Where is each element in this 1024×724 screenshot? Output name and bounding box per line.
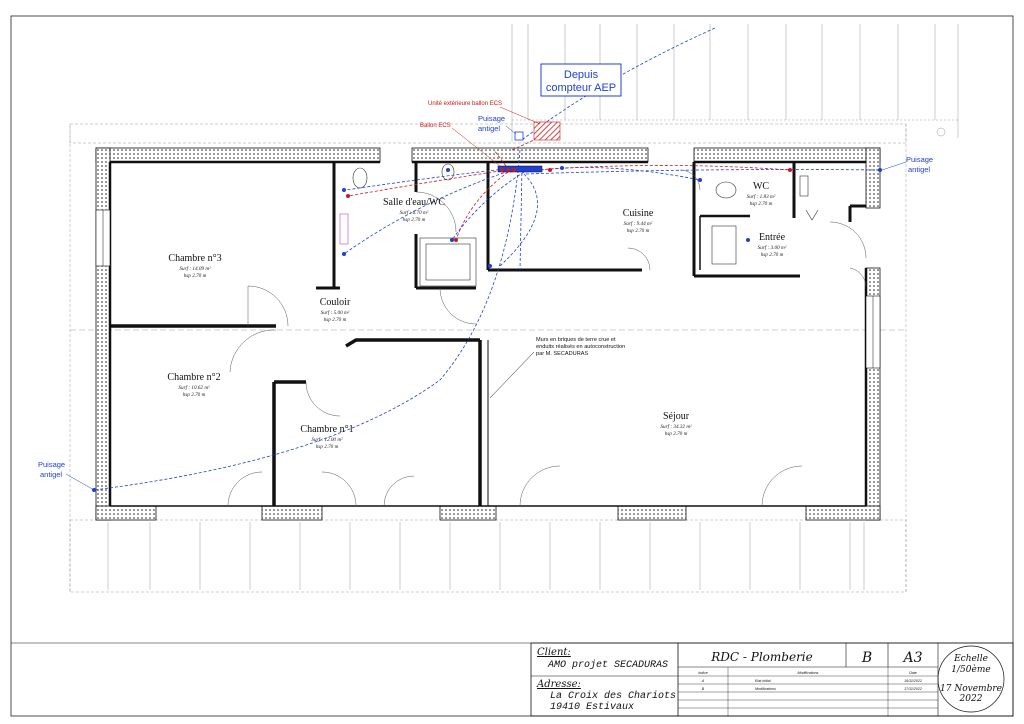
compteur-box (540, 63, 622, 97)
room-cuisine: Cuisine Surf : 9.44 m² hsp 2.70 m (623, 208, 654, 234)
room-chambre3-surf: Surf : 14.09 m² (179, 265, 211, 272)
room-sejour-name: Séjour (663, 411, 690, 422)
room-entree-hsp: hsp 2.70 m (761, 252, 784, 258)
room-couloir-surf: Surf : 5.00 m² (321, 309, 350, 316)
puisage-top-word2: antigel (478, 124, 500, 133)
echelle-value: 1/50ème (951, 664, 990, 675)
drawing-title: RDC - Plomberie (710, 650, 813, 664)
murs-note-2: enduits réalisés en autoconstruction (536, 344, 625, 350)
compteur-label-2: compteur AEP (546, 82, 616, 94)
echelle-label: Echelle (953, 654, 988, 664)
room-sdb: Salle d'eau/WC Surf : 6.70 m² hsp 2.70 m (383, 197, 445, 223)
hot-water-lines (347, 139, 791, 241)
room-cuisine-name: Cuisine (623, 208, 654, 219)
murs-note-1: Murs en briques de terre crue et (536, 337, 616, 343)
room-wc: WC Surf : 1.83 m² hsp 2.70 m (747, 181, 776, 207)
col-indice: Indice (698, 671, 708, 675)
room-sdb-surf: Surf : 6.70 m² (400, 209, 429, 216)
room-entree-name: Entrée (759, 232, 786, 243)
murs-note-3: par M. SECADURAS (536, 351, 588, 357)
room-wc-surf: Surf : 1.83 m² (747, 193, 776, 200)
puisage-left-word2: antigel (40, 470, 62, 479)
date-line2: 2022 (959, 694, 983, 704)
adresse-label: Adresse: (536, 679, 581, 690)
exterior-walls (95, 147, 881, 521)
row-a-date: 16/11/2022 (904, 679, 922, 683)
room-sejour-surf: Surf : 34.32 m² (660, 423, 692, 430)
outlet-points (92, 166, 882, 492)
adresse-line2: 19410 Estivaux (550, 701, 634, 713)
room-chambre2-name: Chambre n°2 (167, 372, 220, 383)
room-sejour-hsp: hsp 2.70 m (665, 431, 688, 437)
room-entree: Entrée Surf : 3.00 m² hsp 2.70 m (758, 232, 787, 258)
row-a-indice: A (701, 679, 705, 683)
puisage-right-word2: antigel (908, 165, 930, 174)
manifold-collector (497, 165, 543, 173)
room-chambre3-hsp: hsp 2.70 m (184, 273, 207, 279)
room-chambre1-hsp: hsp 2.70 m (316, 444, 339, 450)
room-couloir-name: Couloir (320, 297, 351, 308)
row-a-mod: Etat initial (755, 679, 771, 683)
col-date: Date (909, 671, 917, 675)
room-sdb-name: Salle d'eau/WC (383, 197, 445, 208)
room-cuisine-surf: Surf : 9.44 m² (624, 220, 653, 227)
col-modifications: Modifications (798, 671, 819, 675)
room-chambre1: Chambre n°1 Surf : 12.00 m² hsp 2.70 m (300, 424, 353, 450)
room-chambre3-name: Chambre n°3 (168, 253, 221, 264)
room-chambre1-name: Chambre n°1 (300, 424, 353, 435)
room-couloir-hsp: hsp 2.70 m (324, 317, 347, 323)
room-chambre2: Chambre n°2 Surf : 10.62 m² hsp 2.70 m (167, 372, 220, 398)
room-entree-surf: Surf : 3.00 m² (758, 244, 787, 251)
revision-letter: B (861, 650, 872, 666)
row-b-indice: B (702, 687, 705, 691)
room-chambre2-surf: Surf : 10.62 m² (178, 384, 210, 391)
compteur-label-1: Depuis (564, 69, 599, 81)
ecs-outdoor-unit (533, 121, 561, 141)
row-b-mod: Modifications (755, 687, 776, 691)
puisage-box-top (514, 131, 524, 141)
room-wc-hsp: hsp 2.70 m (750, 201, 773, 207)
client-label: Client: (537, 647, 571, 658)
format-label: A3 (901, 650, 922, 666)
interior-walls (110, 162, 866, 506)
room-chambre2-hsp: hsp 2.70 m (183, 392, 206, 398)
sanitary-fixtures (339, 163, 819, 287)
ballon-ecs-label: Ballon ECS (420, 123, 451, 129)
unite-exterieure-label: Unité extérieure ballon ECS (428, 101, 502, 107)
room-cuisine-hsp: hsp 2.70 m (627, 228, 650, 234)
puisage-right-word1: Puisage (906, 155, 933, 164)
room-sdb-hsp: hsp 2.70 m (403, 217, 426, 223)
room-chambre3: Chambre n°3 Surf : 14.09 m² hsp 2.70 m (168, 253, 221, 279)
cold-water-lines (93, 27, 881, 491)
puisage-top-word1: Puisage (478, 114, 505, 123)
room-wc-name: WC (753, 181, 769, 192)
row-b-date: 17/11/2022 (904, 687, 922, 691)
date-line1: 17 Novembre (940, 684, 1002, 694)
room-couloir: Couloir Surf : 5.00 m² hsp 2.70 m (320, 297, 351, 323)
adresse-line1: La Croix des Chariots (550, 690, 676, 702)
sheet-frame (10, 15, 1014, 717)
room-chambre1-surf: Surf : 12.00 m² (311, 436, 343, 443)
puisage-left-word1: Puisage (38, 460, 65, 469)
title-block (11, 642, 1014, 717)
room-sejour: Séjour Surf : 34.32 m² hsp 2.70 m (660, 411, 692, 437)
client-value: AMO projet SECADURAS (547, 659, 668, 671)
